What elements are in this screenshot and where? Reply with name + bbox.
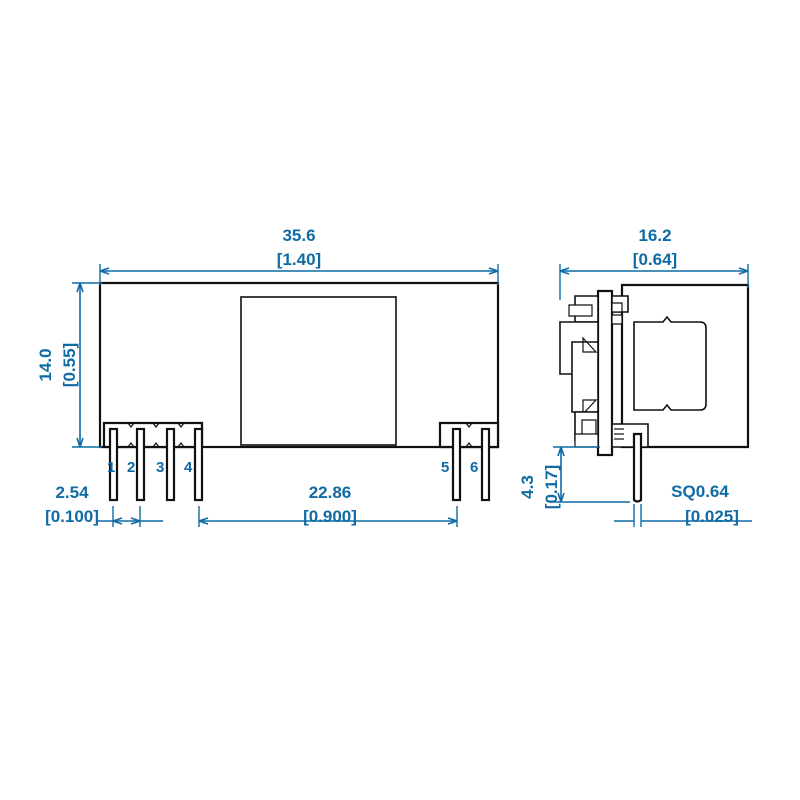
dim-pin-length-mm: 4.3	[518, 475, 537, 499]
side-top-small-slot	[611, 314, 623, 325]
dim-body-height-in: [0.55]	[60, 343, 79, 387]
arrow-up-icon	[76, 282, 84, 293]
pin-label-2: 2	[127, 459, 135, 476]
side-inner-module	[633, 315, 707, 411]
housing-notch-5	[152, 442, 160, 448]
dim-pin-length-in: [0.17]	[542, 465, 561, 509]
housing-notch-8	[465, 442, 473, 448]
front-pin-6	[480, 427, 491, 502]
dim-body-width: 35.6 [1.40]	[99, 226, 499, 285]
side-hatch-wedge-top	[582, 336, 598, 353]
dim-side-width-in: [0.64]	[633, 250, 677, 269]
housing-notch-3	[177, 422, 185, 428]
side-arrow-left-icon	[559, 267, 570, 275]
dim-pin-section: SQ0.64 [0.025]	[614, 482, 752, 527]
side-lower-connector	[611, 423, 649, 448]
pitch-arrow-left-icon	[112, 517, 123, 525]
side-upper-slot	[568, 304, 593, 317]
arrow-down-icon	[76, 437, 84, 448]
left-connector-housing	[102, 421, 204, 449]
front-inner-component	[240, 296, 397, 446]
side-upper-right-slot	[611, 302, 623, 313]
span-arrow-right-icon	[447, 517, 458, 525]
pin-label-3: 3	[156, 459, 164, 476]
pin-label-4: 4	[184, 459, 193, 476]
dim-pin-span-in: [0.900]	[303, 507, 357, 526]
dim-pin-span-mm: 22.86	[309, 483, 352, 502]
dim-body-width-in: [1.40]	[277, 250, 321, 269]
pitch-arrow-right-icon	[130, 517, 141, 525]
housing-notch-4	[127, 442, 135, 448]
housing-notch-7	[465, 422, 473, 428]
dim-pin-section-mm: SQ0.64	[671, 482, 729, 501]
side-view: 16.2 [0.64] 4.3 [0.17] SQ0.64 [0.025]	[518, 226, 752, 527]
dim-body-width-mm: 35.6	[282, 226, 315, 245]
dim-pin-pitch-in: [0.100]	[45, 507, 99, 526]
pin-label-6: 6	[470, 459, 478, 476]
side-pcb-plate	[596, 289, 614, 457]
dim-pin-section-in: [0.025]	[685, 507, 739, 526]
front-pin-5	[451, 427, 462, 502]
arrow-left-icon	[99, 267, 110, 275]
housing-notch-2	[152, 422, 160, 428]
side-arrow-right-icon	[738, 267, 749, 275]
dim-body-height-mm: 14.0	[36, 348, 55, 381]
side-pin	[632, 432, 643, 503]
side-lower-base	[574, 433, 599, 448]
pinlen-arrow-up-icon	[557, 446, 565, 457]
dim-body-height: 14.0 [0.55]	[36, 282, 102, 448]
pinlen-arrow-down-icon	[557, 492, 565, 503]
front-pin-3	[165, 427, 176, 502]
dim-side-width: 16.2 [0.64]	[559, 226, 749, 300]
pin-label-5: 5	[441, 459, 449, 476]
span-arrow-left-icon	[198, 517, 209, 525]
dim-pin-length: 4.3 [0.17]	[518, 446, 630, 509]
arrow-right-icon	[488, 267, 499, 275]
front-pin-4	[193, 427, 204, 502]
housing-notch-6	[177, 442, 185, 448]
front-pin-1	[108, 427, 119, 502]
front-pin-2	[135, 427, 146, 502]
housing-notch-1	[127, 422, 135, 428]
dim-pin-span: 22.86 [0.900]	[198, 483, 458, 527]
front-view: 1 2 3 4 5 6 35.6 [1.40] 14.0 [0.55]	[36, 226, 500, 527]
dim-pin-pitch: 2.54 [0.100]	[45, 483, 163, 527]
dim-pin-pitch-mm: 2.54	[55, 483, 89, 502]
side-hatch-wedge-bottom	[582, 399, 598, 416]
dim-side-width-mm: 16.2	[638, 226, 671, 245]
pin-label-1: 1	[107, 459, 115, 476]
